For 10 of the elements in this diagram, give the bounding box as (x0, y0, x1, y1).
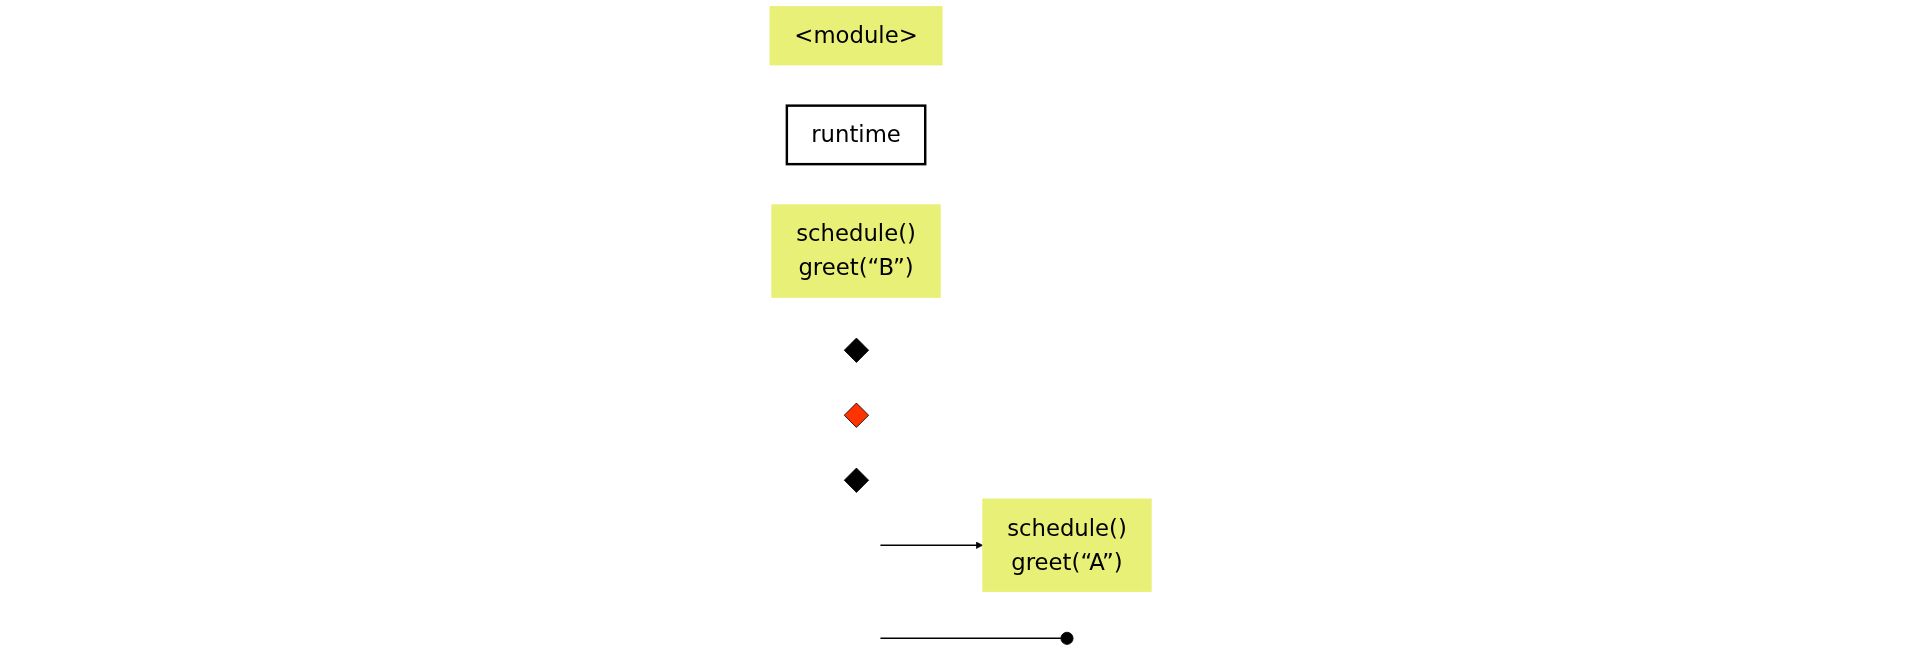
node-box: schedule() greet(“B”) (771, 204, 942, 298)
arrow (880, 541, 984, 549)
node-diamond (844, 467, 870, 493)
node-box: runtime (786, 104, 927, 166)
node-diamond (844, 337, 870, 363)
node-box: schedule() greet(“A”) (982, 498, 1153, 592)
connector (880, 637, 1063, 640)
node-circle (1060, 631, 1074, 645)
node-diamond (844, 402, 870, 428)
node-box: <module> (769, 6, 943, 66)
